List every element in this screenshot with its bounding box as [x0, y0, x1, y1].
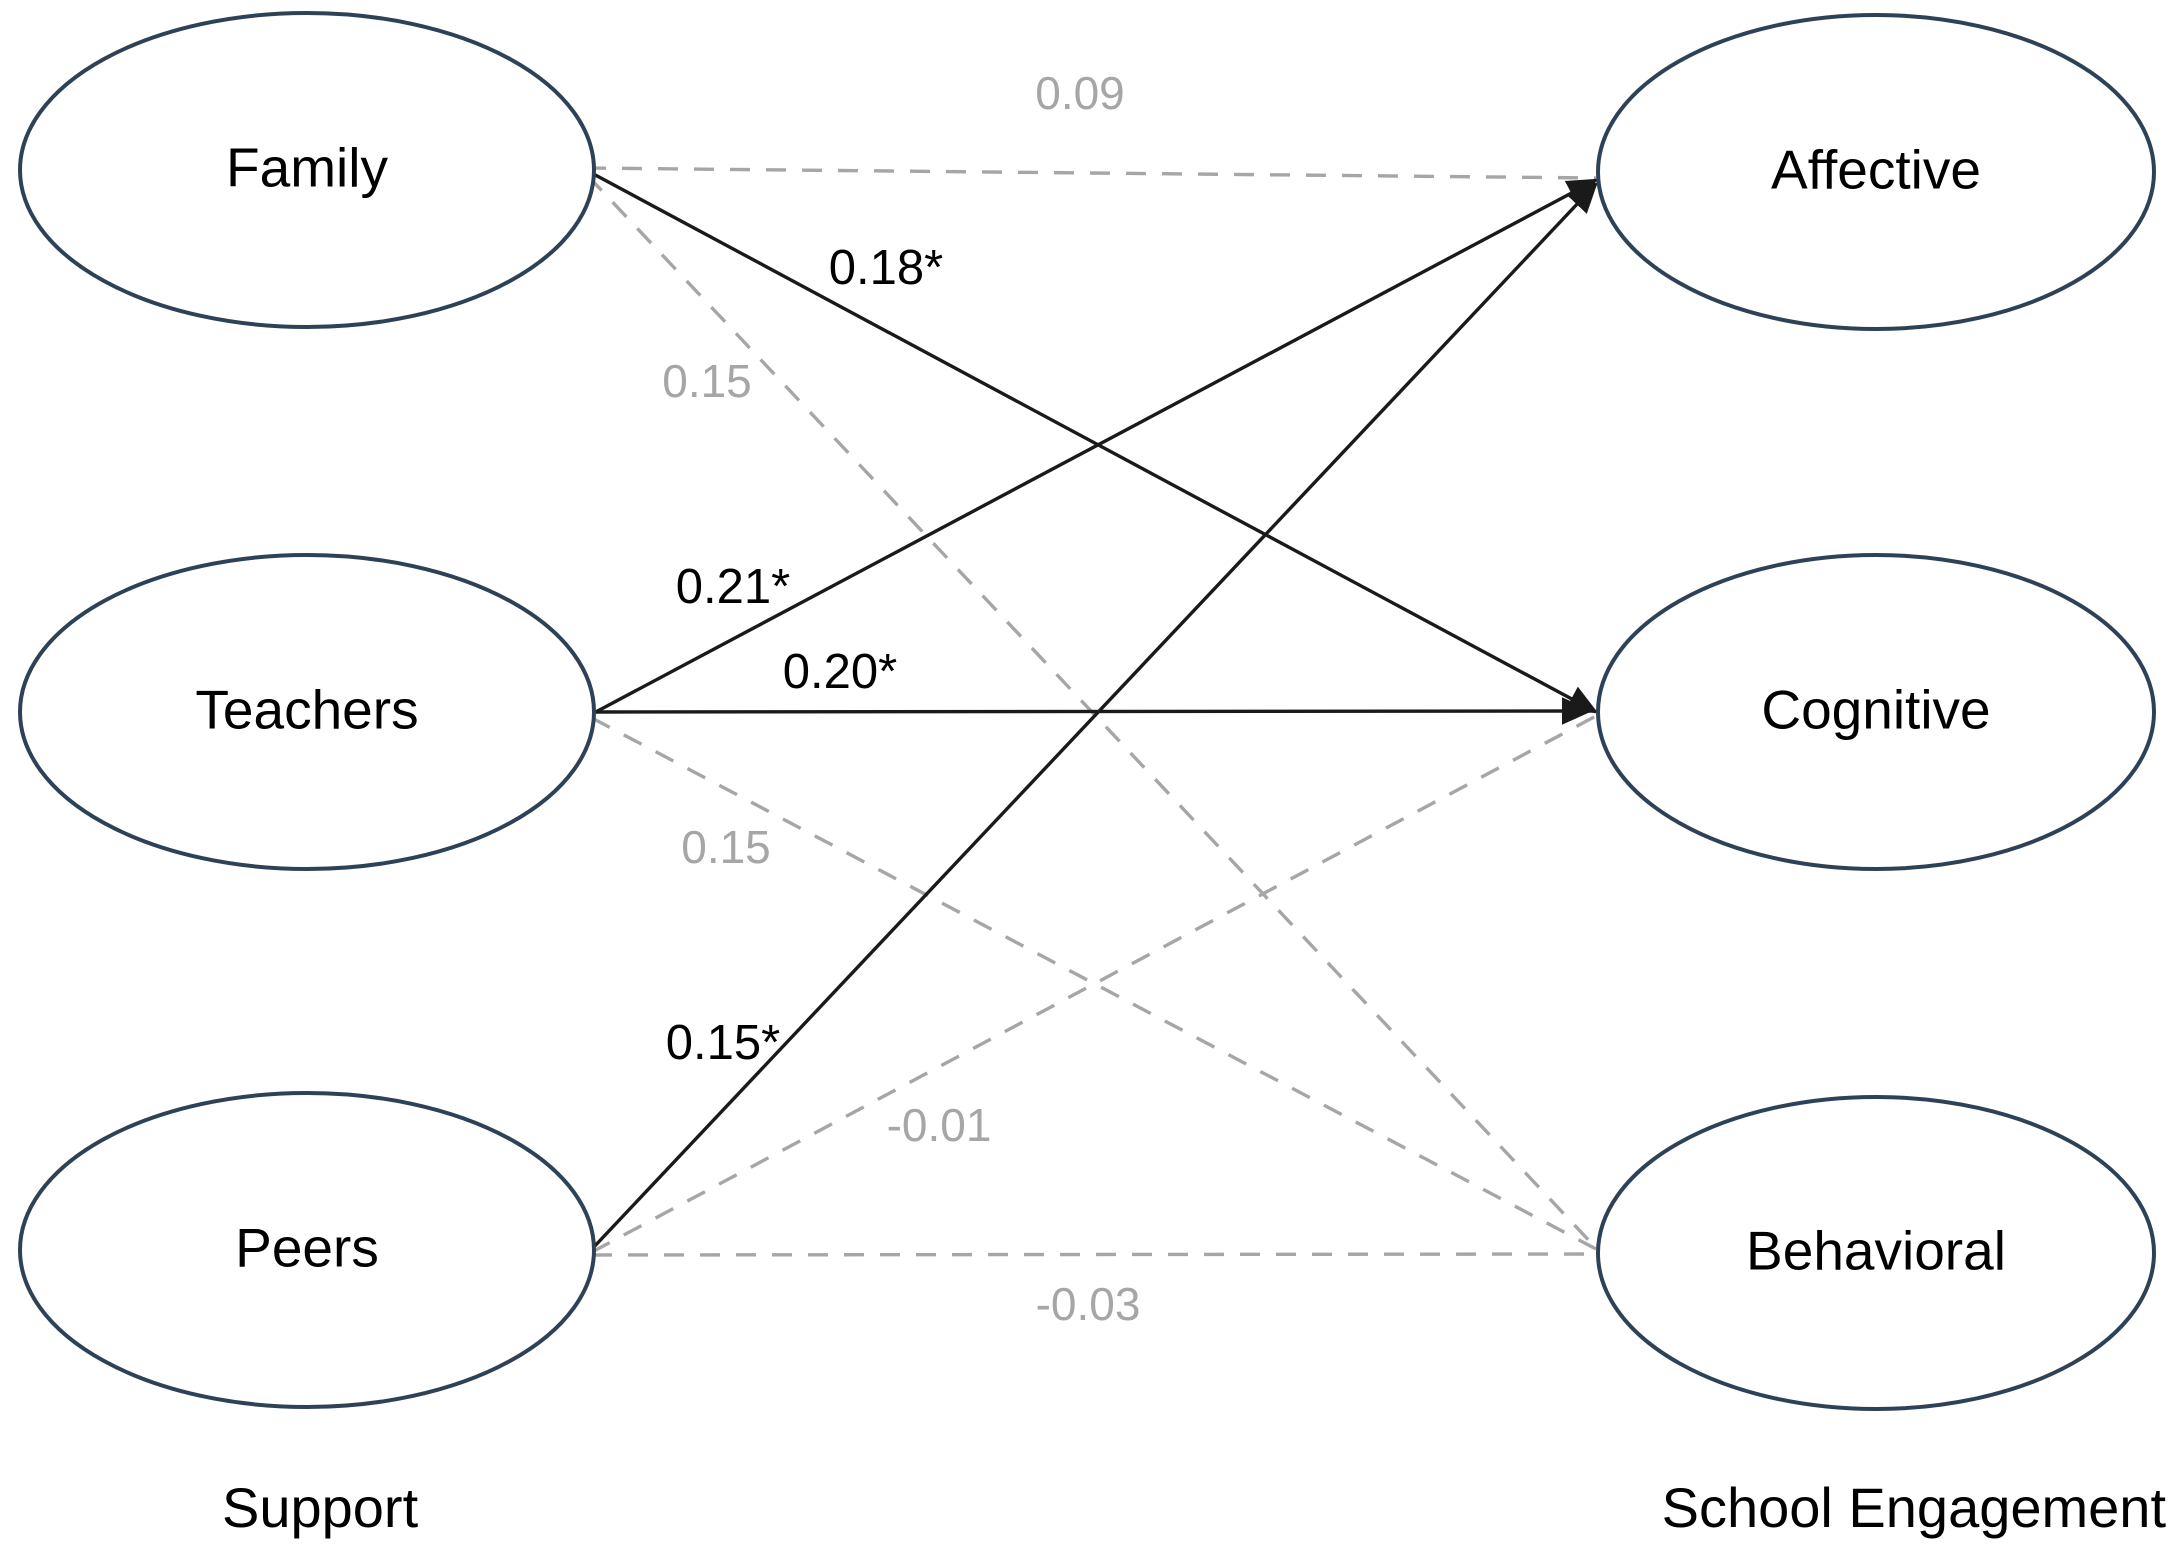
path-edge-family-cognitive — [585, 168, 1599, 714]
coefficient-label-teachers-behavioral: 0.15 — [681, 821, 771, 873]
node-ellipse-cognitive — [1596, 553, 2156, 871]
node-cognitive[interactable]: Cognitive — [1596, 553, 2156, 871]
node-label-family: Family — [226, 137, 388, 199]
edges-layer — [585, 166, 1599, 1257]
node-ellipse-family — [18, 11, 596, 329]
coefficient-label-peers-affective: 0.15* — [666, 1016, 780, 1070]
node-label-cognitive: Cognitive — [1761, 679, 1990, 741]
coefficient-label-teachers-affective: 0.21* — [676, 560, 790, 614]
path-edge-peers-cognitive — [591, 714, 1597, 1254]
path-edge-teachers-affective — [591, 178, 1599, 716]
node-label-behavioral: Behavioral — [1746, 1220, 2006, 1282]
node-ellipse-behavioral — [1596, 1095, 2156, 1411]
coefficient-labels-layer: 0.09 0.18* 0.15 0.21* 0.20* 0.15 0.15* -0.01 -0.… — [662, 67, 1140, 1330]
path-edge-peers-behavioral — [591, 1252, 1597, 1257]
coefficient-label-family-affective: 0.09 — [1035, 67, 1125, 119]
coefficient-label-teachers-cognitive: 0.20* — [783, 645, 897, 699]
coefficient-label-peers-behavioral: -0.03 — [1036, 1278, 1141, 1330]
node-label-teachers: Teachers — [195, 679, 418, 741]
path-edge-teachers-behavioral — [591, 716, 1597, 1251]
node-label-peers: Peers — [235, 1217, 379, 1279]
coefficient-label-family-behavioral: 0.15 — [662, 355, 752, 407]
node-ellipse-affective — [1596, 13, 2156, 331]
node-behavioral[interactable]: Behavioral — [1596, 1095, 2156, 1411]
path-edge-teachers-cognitive — [591, 697, 1593, 725]
support-group-caption: Support — [222, 1476, 419, 1539]
path-edge-family-affective — [585, 166, 1597, 180]
node-family[interactable]: Family — [18, 11, 596, 329]
path-edge-peers-affective — [590, 182, 1598, 1251]
node-teachers[interactable]: Teachers — [18, 553, 596, 871]
node-affective[interactable]: Affective — [1596, 13, 2156, 331]
node-peers[interactable]: Peers — [18, 1091, 596, 1409]
coefficient-label-family-cognitive: 0.18* — [829, 241, 943, 295]
school-engagement-group-caption: School Engagement — [1662, 1476, 2167, 1539]
node-ellipse-peers — [18, 1091, 596, 1409]
node-ellipse-teachers — [18, 553, 596, 871]
coefficient-label-peers-cognitive: -0.01 — [887, 1099, 992, 1151]
node-label-affective: Affective — [1771, 139, 1981, 201]
